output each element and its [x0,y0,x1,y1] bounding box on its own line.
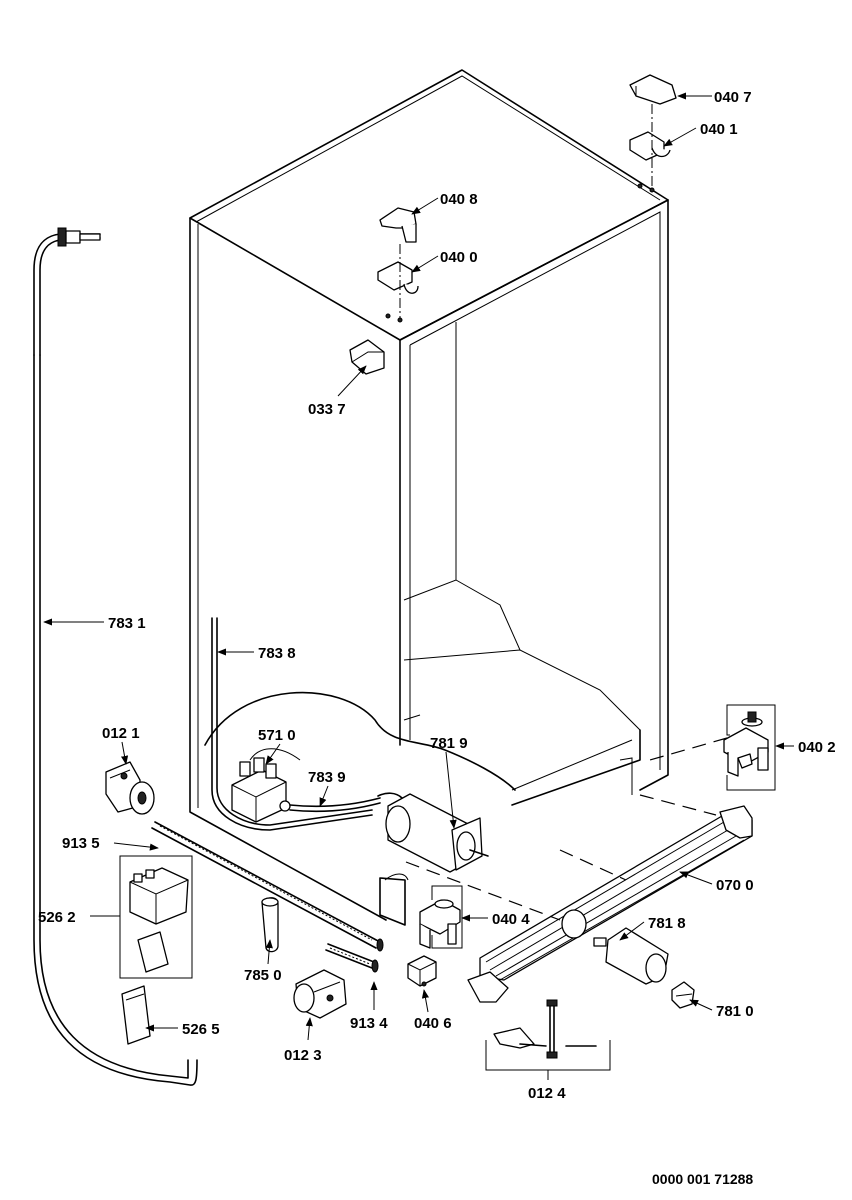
part-number-labels: 040 7 040 1 040 8 040 0 033 7 783 1 783 … [38,89,836,1102]
fan-blade [671,981,695,1009]
tube-short [211,617,373,831]
label-0404: 040 4 [492,911,530,928]
label-9134: 913 4 [350,1015,388,1032]
leader-lines [43,92,794,1080]
drain-hose [261,897,279,953]
label-0337: 033 7 [308,401,346,418]
label-7850: 785 0 [244,967,282,984]
label-5262: 526 2 [38,909,76,926]
label-7831: 783 1 [108,615,146,632]
label-0406: 040 6 [414,1015,452,1032]
hinge-plate-top-left [377,244,419,323]
label-9135: 913 5 [62,835,100,852]
roller-wheel-left [105,761,155,815]
label-7838: 783 8 [258,645,296,662]
motor [593,927,669,985]
hinge-plate-top-right [629,104,671,193]
label-0408: 040 8 [440,191,478,208]
hinge-cap-top-right [629,74,677,105]
label-0700: 070 0 [716,877,754,894]
label-0407: 040 7 [714,89,752,106]
toe-grille [405,794,753,1003]
bracket-clip [121,985,151,1045]
water-tube-long [33,227,198,1086]
wire-harness [289,797,381,813]
water-valve [231,757,291,823]
label-7839: 783 9 [308,769,346,786]
hinge-bracket-bottom-right [649,704,776,791]
control-bracket-group [119,855,193,979]
hinge-bushing-bracket [407,955,437,987]
label-5710: 571 0 [258,727,296,744]
document-number: 0000 001 71288 [652,1171,753,1187]
label-0124: 012 4 [528,1085,566,1102]
label-0402: 040 2 [798,739,836,756]
hardware-kit [485,999,611,1071]
leveling-rod [151,821,384,952]
clip-part [349,339,385,375]
label-0121: 012 1 [102,725,140,742]
label-0401: 040 1 [700,121,738,138]
roller-wheel-right [293,969,347,1019]
label-5265: 526 5 [182,1021,220,1038]
label-7818: 781 8 [648,915,686,932]
label-7810: 781 0 [716,1003,754,1020]
label-7819: 781 9 [430,735,468,752]
label-0123: 012 3 [284,1047,322,1064]
hinge-bracket-bottom-left [419,885,463,949]
pump-assembly [377,792,489,873]
hinge-cap-top-left [379,207,417,243]
screw [325,943,379,973]
label-0400: 040 0 [440,249,478,266]
cabinet [189,69,669,926]
